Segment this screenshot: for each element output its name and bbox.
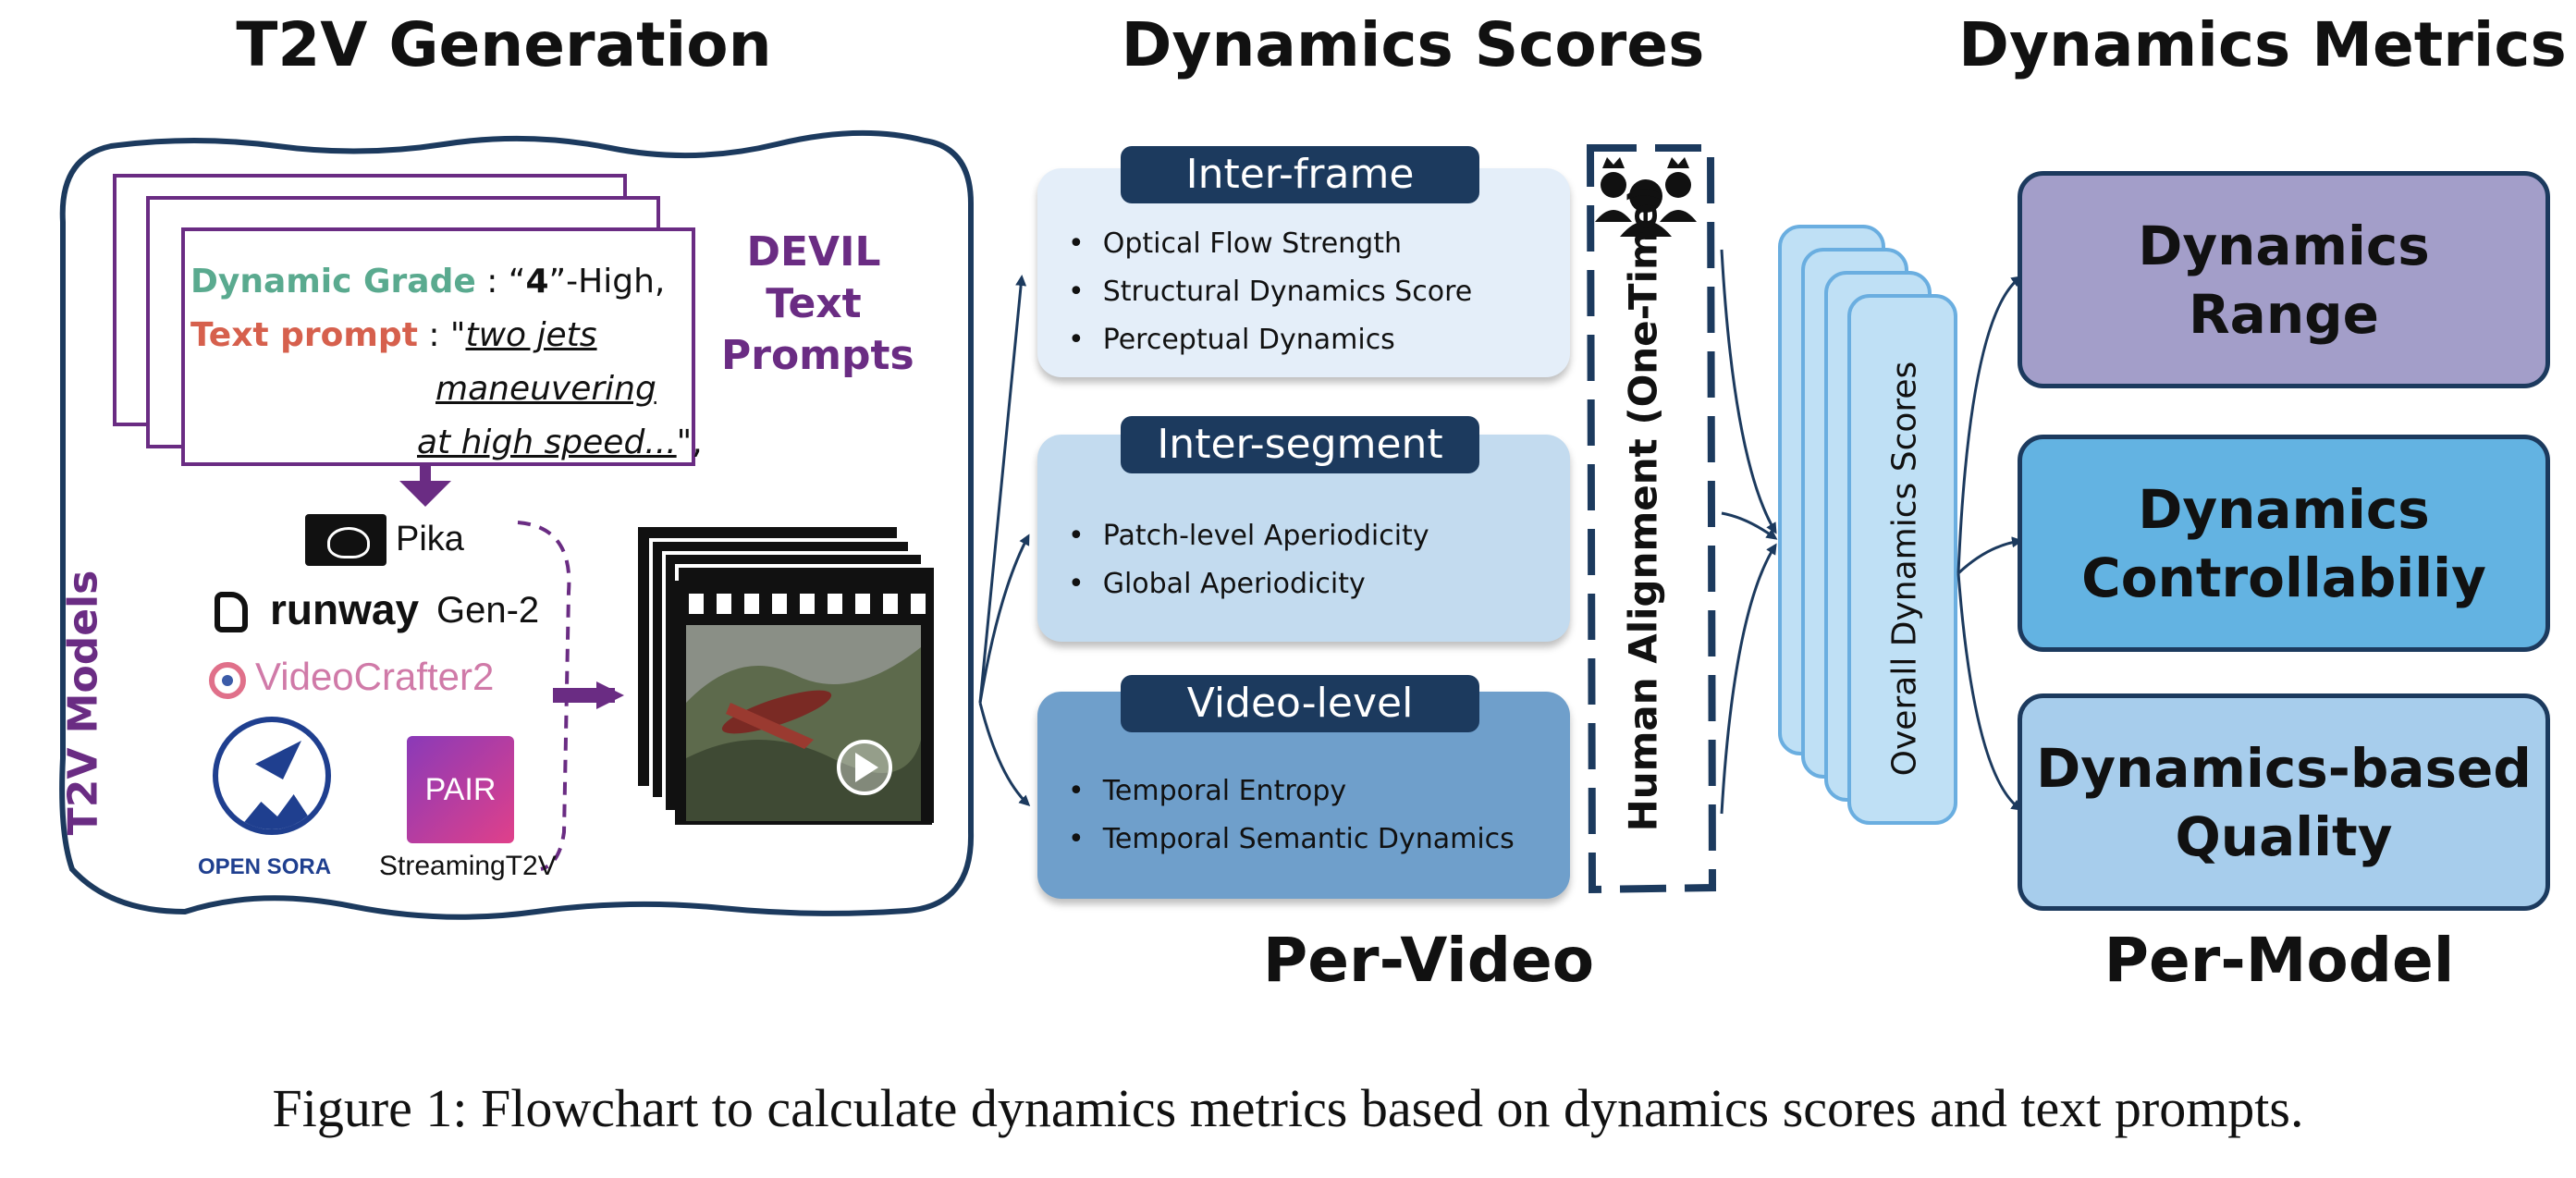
- tag-inter-frame: Inter-frame: [1121, 146, 1479, 203]
- overall-dynamics-scores-label: Overall Dynamics Scores: [1885, 361, 1924, 777]
- score-patch-aperiodicity: Patch-level Aperiodicity: [1068, 520, 1429, 552]
- heading-t2v-generation: T2V Generation: [236, 9, 772, 80]
- prompt-line-1: two jets: [465, 316, 597, 354]
- t2v-panel-border: [59, 129, 975, 920]
- model-videocrafter2: VideoCrafter2: [255, 655, 495, 698]
- model-runway: runway: [270, 585, 420, 633]
- prompt-line-2: maneuvering: [435, 370, 656, 408]
- prompt-down-arrow: [399, 481, 451, 507]
- dynamic-grade-value: 4: [525, 263, 549, 301]
- dynamic-grade-key: Dynamic Grade: [190, 263, 476, 301]
- videocrafter-logo-icon: [209, 662, 246, 699]
- score-global-aperiodicity: Global Aperiodicity: [1068, 568, 1366, 600]
- heading-dynamics-metrics: Dynamics Metrics: [1958, 9, 2567, 80]
- score-temporal-semantic: Temporal Semantic Dynamics: [1068, 823, 1515, 855]
- metric-dynamics-quality: Dynamics-based Quality: [2018, 693, 2550, 911]
- text-prompt-key: Text prompt: [190, 316, 418, 354]
- pika-logo-icon: [305, 514, 386, 566]
- overall-scores-stack: [1778, 225, 1957, 825]
- play-icon: [855, 753, 878, 782]
- tag-inter-segment: Inter-segment: [1121, 416, 1479, 473]
- prompt-card-text: Dynamic Grade : “4”-High, Text prompt : …: [190, 263, 703, 461]
- score-optical-flow: Optical Flow Strength: [1068, 227, 1402, 260]
- tag-video-level: Video-level: [1121, 675, 1479, 732]
- human-evaluators-icon: [1595, 157, 1697, 237]
- per-model-label: Per-Model: [2104, 925, 2455, 996]
- video-frames-stack: [638, 527, 938, 848]
- prompt-line-3: at high speed...: [417, 423, 677, 461]
- pair-logo-icon: PAIR: [407, 736, 514, 843]
- prompt-card-front: [181, 227, 695, 466]
- model-pika: Pika: [396, 520, 464, 558]
- model-streaming-t2v: StreamingT2V: [379, 851, 557, 881]
- devil-text-prompts-label: DEVIL Text Prompts: [721, 228, 914, 379]
- metric-dynamics-controllability: Dynamics Controllabiliy: [2018, 435, 2550, 652]
- score-temporal-entropy: Temporal Entropy: [1068, 775, 1346, 807]
- figure-caption: Figure 1: Flowchart to calculate dynamic…: [272, 1078, 2304, 1138]
- heading-dynamics-scores: Dynamics Scores: [1121, 9, 1705, 80]
- model-runway-gen2: Gen-2: [436, 590, 540, 631]
- runway-logo-icon: [215, 592, 248, 632]
- score-perceptual-dynamics: Perceptual Dynamics: [1068, 324, 1395, 356]
- score-structural-dynamics: Structural Dynamics Score: [1068, 276, 1473, 308]
- t2v-models-label: T2V Models: [59, 570, 107, 836]
- metric-dynamics-range: Dynamics Range: [2018, 171, 2550, 388]
- per-video-label: Per-Video: [1262, 925, 1595, 996]
- model-open-sora: OPEN SORA: [198, 854, 332, 879]
- opensora-logo-icon: [213, 717, 331, 835]
- human-alignment-label: Human Alignment (One-Time): [1620, 185, 1666, 832]
